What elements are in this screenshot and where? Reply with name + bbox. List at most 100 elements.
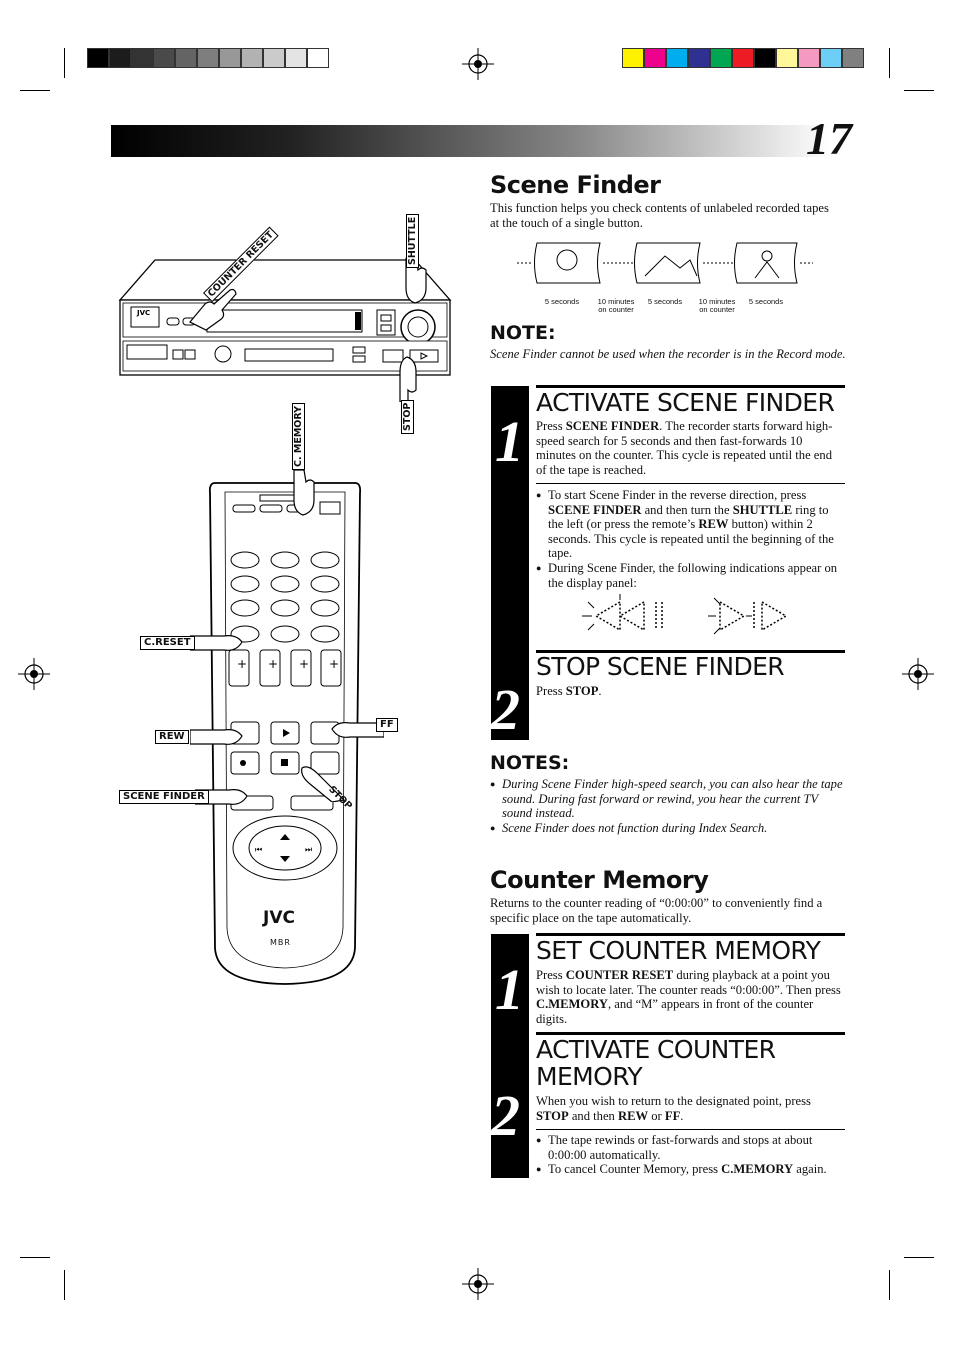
page-number: 17	[806, 113, 852, 164]
svg-text:+: +	[237, 657, 247, 671]
c-memory-label: C. MEMORY	[292, 402, 305, 470]
section-rule	[536, 1032, 845, 1035]
text-run: . The recorder starts forward high-speed…	[536, 419, 833, 477]
color-swatch	[732, 48, 754, 68]
hand-pointer-icon	[293, 470, 315, 516]
step-title-line: ACTIVATE COUNTER	[536, 1035, 776, 1064]
gray-swatch	[197, 48, 219, 68]
text-run: and then turn the	[641, 502, 733, 517]
text-run: To start Scene Finder in the reverse dir…	[548, 488, 807, 502]
text-run: and then	[568, 1108, 618, 1123]
color-swatch	[666, 48, 688, 68]
step-bar	[491, 934, 529, 1178]
crop-mark	[20, 90, 50, 91]
crop-mark	[904, 90, 934, 91]
ff-label: FF	[376, 718, 398, 732]
text-run: Press	[536, 419, 566, 433]
text-run: ring to the left (or press the remote’s	[548, 502, 829, 532]
text-run: again.	[793, 1162, 827, 1177]
color-swatch	[754, 48, 776, 68]
forward-search-indicator-icon	[708, 597, 788, 635]
svg-text:+: +	[299, 657, 309, 671]
step-number: 1	[495, 409, 524, 474]
timeline-label: 10 minutes on counter	[698, 297, 736, 314]
hand-pointer-icon	[331, 722, 384, 738]
hand-pointer-icon	[190, 729, 243, 745]
scene-finder-heading: Scene Finder	[490, 171, 661, 199]
text-run: When you wish to return to the designate…	[536, 1094, 811, 1108]
step-title: STOP SCENE FINDER	[536, 652, 785, 681]
gray-swatch	[307, 48, 329, 68]
registration-mark-icon	[462, 48, 494, 80]
bullet-item: To cancel Counter Memory, press C.MEMORY…	[536, 1162, 846, 1177]
step-number: 2	[491, 1083, 520, 1148]
text-run: .	[598, 684, 602, 698]
c-memory-key: C.MEMORY	[721, 1162, 794, 1177]
crop-mark	[64, 1270, 65, 1300]
color-swatch	[776, 48, 798, 68]
bullet-item: During Scene Finder, the following indic…	[536, 561, 846, 590]
gray-swatch	[219, 48, 241, 68]
hand-pointer-icon	[399, 356, 417, 402]
notes-heading: NOTES:	[490, 752, 570, 774]
reverse-search-indicator-icon	[582, 594, 663, 632]
timeline-label: 5 seconds	[544, 297, 580, 306]
svg-text:+: +	[268, 657, 278, 671]
hand-pointer-icon	[189, 288, 237, 331]
gray-swatch	[175, 48, 197, 68]
note-item: During Scene Finder high-speed search, y…	[490, 777, 850, 821]
text-run: or	[648, 1108, 665, 1123]
text-run: .	[680, 1108, 684, 1123]
step-title: ACTIVATE COUNTER MEMORY	[536, 1035, 776, 1091]
header-gradient-bar	[111, 125, 831, 157]
remote-control-illustration: + + + + ⏮ ⏭	[208, 482, 362, 985]
vcr-illustration: JVC	[118, 259, 452, 376]
gray-swatch	[153, 48, 175, 68]
stop-key: STOP	[536, 1108, 569, 1123]
hand-pointer-icon	[405, 258, 427, 304]
section-rule	[536, 385, 845, 388]
hand-pointer-icon	[190, 635, 243, 651]
note-text: Scene Finder cannot be used when the rec…	[490, 347, 846, 361]
registration-mark-icon	[902, 658, 934, 690]
crop-mark	[20, 1257, 50, 1258]
color-swatch	[798, 48, 820, 68]
color-swatch	[644, 48, 666, 68]
ff-key: FF	[664, 1108, 681, 1123]
divider	[536, 1129, 845, 1130]
scene-finder-intro: This function helps you check contents o…	[490, 201, 829, 230]
step-bar	[491, 386, 529, 740]
scene-finder-label: SCENE FINDER	[119, 790, 209, 804]
svg-text:JVC: JVC	[136, 309, 150, 317]
step-paragraph: Press SCENE FINDER. The recorder starts …	[536, 419, 844, 477]
divider	[536, 483, 845, 484]
crop-mark	[64, 48, 65, 78]
step-number: 1	[495, 957, 524, 1022]
registration-mark-icon	[462, 1268, 494, 1300]
bullet-item: The tape rewinds or fast-forwards and st…	[536, 1133, 846, 1162]
remote-sub-brand: MBR	[270, 938, 291, 947]
section-rule	[536, 650, 845, 653]
stop-key: STOP	[565, 684, 599, 698]
text-run: Press	[536, 968, 566, 982]
crop-mark	[889, 1270, 890, 1300]
text-run: during playback at a point you wish to l…	[536, 968, 841, 997]
rew-key: REW	[617, 1108, 649, 1123]
svg-text:+: +	[329, 657, 339, 671]
step-title: ACTIVATE SCENE FINDER	[536, 388, 835, 417]
section-rule	[536, 933, 845, 936]
scene-finder-key: SCENE FINDER	[565, 419, 660, 433]
gray-swatch	[263, 48, 285, 68]
shuttle-label: SHUTTLE	[406, 213, 419, 268]
timeline-label: 5 seconds	[647, 297, 683, 306]
step-title: SET COUNTER MEMORY	[536, 936, 821, 965]
step-title-line: MEMORY	[536, 1062, 643, 1091]
gray-swatch	[241, 48, 263, 68]
registration-mark-icon	[18, 658, 50, 690]
timeline-label: 5 seconds	[748, 297, 784, 306]
step-bullets: The tape rewinds or fast-forwards and st…	[536, 1133, 846, 1177]
svg-text:⏭: ⏭	[305, 845, 312, 854]
crop-mark	[904, 1257, 934, 1258]
text-run: REW	[698, 517, 729, 532]
color-swatch	[622, 48, 644, 68]
